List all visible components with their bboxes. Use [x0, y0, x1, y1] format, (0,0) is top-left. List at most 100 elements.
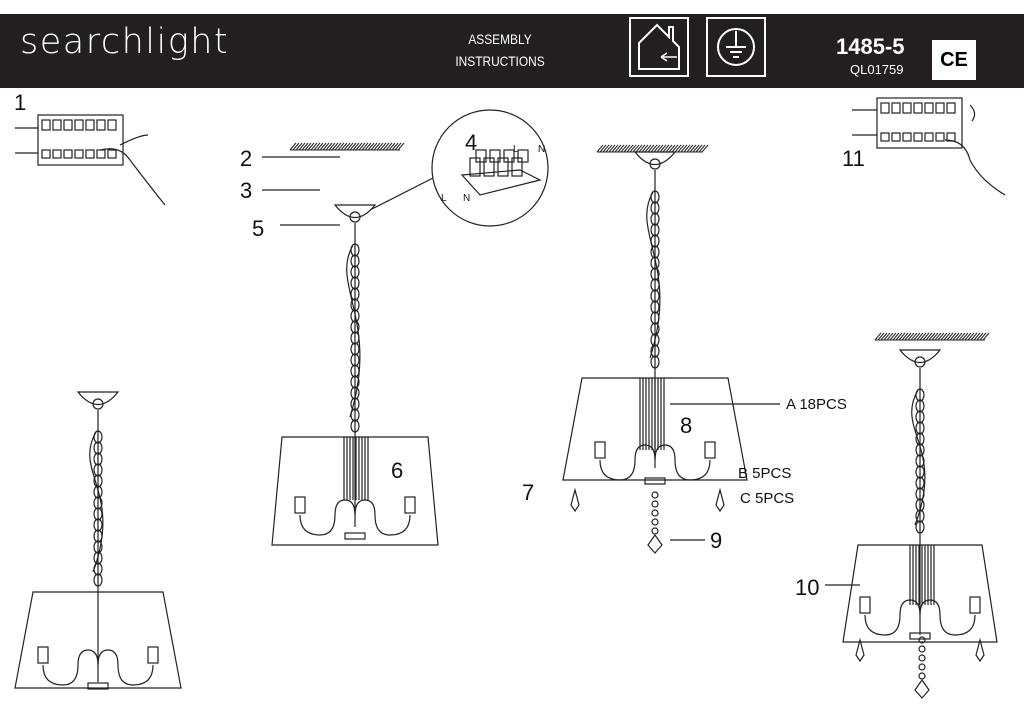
- chain-link: [650, 223, 660, 237]
- terminal: [924, 132, 934, 142]
- chain-link: [915, 520, 925, 534]
- chain-link: [915, 443, 925, 457]
- step-11-number: 11: [842, 146, 865, 171]
- terminal: [511, 157, 523, 177]
- terminal: [913, 102, 923, 114]
- terminal: [517, 149, 529, 163]
- part-b-label: B 5PCS: [738, 465, 792, 482]
- chain-link: [350, 276, 360, 290]
- crystal-pendant: [914, 678, 930, 699]
- terminal: [96, 149, 106, 159]
- terminal-block-step-1: [15, 114, 166, 206]
- terminal: [74, 149, 84, 159]
- chain-link: [93, 463, 103, 477]
- candle-holder: [859, 596, 871, 614]
- chain-link: [93, 551, 103, 565]
- chain-link: [915, 421, 925, 435]
- step-6-number: 6: [391, 458, 404, 483]
- ceiling-canopy: [898, 349, 942, 364]
- title-line-1: ASSEMBLY: [468, 31, 532, 47]
- ceiling-hatch: [874, 332, 990, 341]
- chain-link: [915, 454, 925, 468]
- title-line-2: INSTRUCTIONS: [455, 53, 545, 69]
- chain-link: [350, 375, 360, 389]
- terminal: [489, 149, 501, 163]
- canopy-ring: [349, 211, 361, 223]
- part-a-label: A 18PCS: [786, 396, 847, 413]
- terminal: [902, 102, 912, 114]
- part-c-label: C 5PCS: [740, 490, 795, 507]
- chain-link: [350, 265, 360, 279]
- ceiling-hatch: [596, 144, 709, 153]
- terminal: [52, 149, 62, 159]
- earth-ground-icon: [706, 17, 766, 77]
- crystal-drop: [855, 637, 865, 663]
- chain-link: [350, 353, 360, 367]
- canopy-ring: [649, 158, 661, 170]
- candle-holder: [37, 646, 49, 664]
- chain-link: [93, 496, 103, 510]
- candle-holder: [404, 496, 416, 514]
- lamp-shade: [14, 591, 182, 689]
- indoor-use-icon: [629, 17, 689, 77]
- candle-holder: [969, 596, 981, 614]
- candle-holder: [294, 496, 306, 514]
- chandelier: [14, 391, 182, 690]
- terminal: [63, 149, 73, 159]
- step-4-number: 4: [465, 130, 478, 155]
- crystal-drop: [570, 487, 580, 513]
- chain-link: [650, 267, 660, 281]
- power-cable: [89, 431, 104, 573]
- chain-link: [93, 540, 103, 554]
- terminal: [63, 119, 73, 131]
- ceiling-hatch: [289, 142, 405, 151]
- terminal: [469, 157, 481, 177]
- terminal: [880, 132, 890, 142]
- chain-link: [350, 309, 360, 323]
- canopy-ring: [92, 398, 104, 410]
- crystal-bead: [651, 500, 659, 508]
- terminal-n-label: N: [538, 144, 546, 155]
- terminal: [902, 132, 912, 142]
- power-cable: [911, 389, 926, 526]
- crystal-bead: [918, 645, 926, 653]
- chain-link: [93, 485, 103, 499]
- terminal: [107, 119, 117, 131]
- terminal: [52, 119, 62, 131]
- candle-holder: [147, 646, 159, 664]
- chain-link: [93, 452, 103, 466]
- canopy-ring: [914, 356, 926, 368]
- crystal-bead: [651, 491, 659, 499]
- chandelier: [842, 349, 998, 643]
- terminal: [913, 132, 923, 142]
- model-number: 1485-5: [836, 34, 905, 59]
- step-10-number: 10: [795, 575, 820, 600]
- terminal: [96, 119, 106, 131]
- step-2-number: 2: [240, 146, 253, 171]
- chain-link: [350, 298, 360, 312]
- terminal: [85, 119, 95, 131]
- chain-link: [650, 355, 660, 369]
- terminal: [503, 149, 515, 163]
- terminal-l-label-bottom: L: [441, 193, 447, 204]
- terminal: [41, 119, 51, 131]
- center-hub: [87, 682, 109, 690]
- terminal-l-label: L: [513, 144, 519, 155]
- lamp-shade: [562, 377, 748, 481]
- chandelier: [271, 204, 439, 546]
- chandelier: [562, 151, 748, 485]
- product-code: QL01759: [850, 62, 904, 77]
- crystal-bead: [651, 518, 659, 526]
- ceiling-canopy: [633, 151, 677, 166]
- candle-arms: [599, 444, 711, 481]
- crystal-bead: [918, 672, 926, 680]
- terminal: [935, 132, 945, 142]
- step-9-number: 9: [710, 528, 723, 553]
- terminal: [483, 157, 495, 177]
- chain-link: [650, 201, 660, 215]
- brand-logo: searchlight: [20, 22, 230, 62]
- chain-link: [650, 344, 660, 358]
- candle-arms: [42, 649, 154, 686]
- center-hub: [344, 532, 366, 540]
- crystal-drop: [975, 637, 985, 663]
